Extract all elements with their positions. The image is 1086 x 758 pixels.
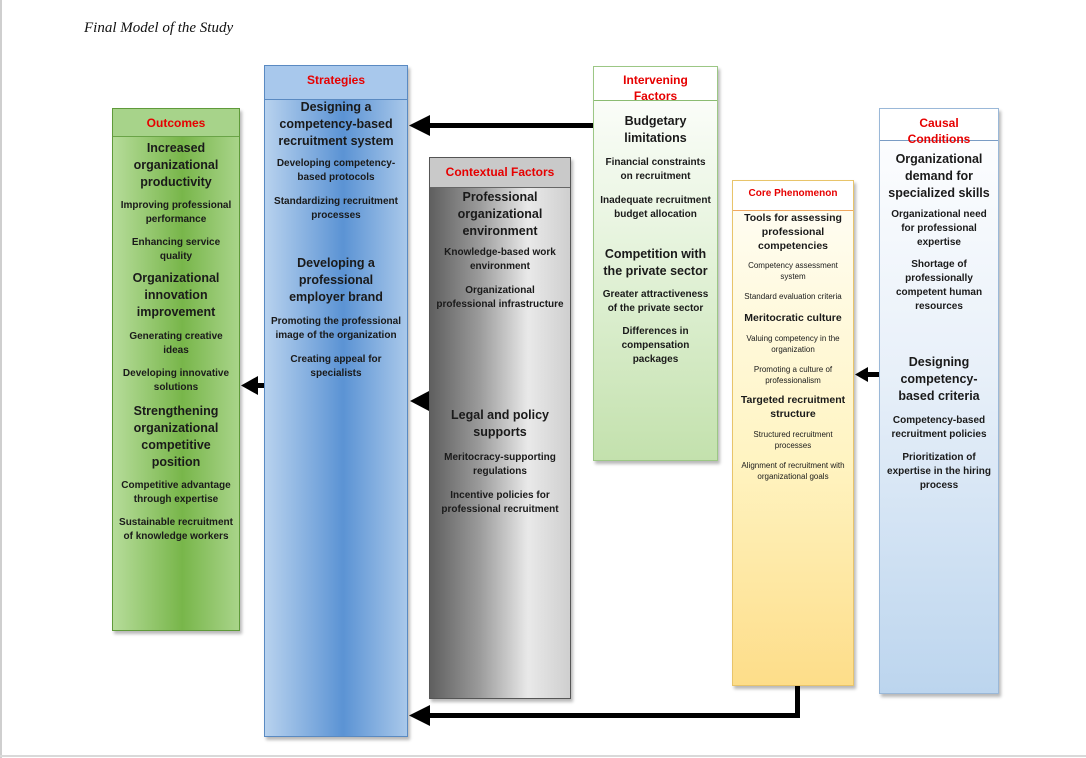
outcome-item: Competitive advantage through expertise — [121, 480, 231, 505]
core-item: Competency assessment system — [748, 261, 838, 281]
outcome-item: Increased organizational productivity — [133, 141, 219, 189]
strategy-item: Developing competency-based protocols — [276, 158, 396, 183]
strategy-item: Standardizing recruitment processes — [274, 196, 398, 221]
arrow-contextual-to-strategies — [410, 391, 429, 411]
intervening-item: Greater attractiveness of the private se… — [602, 289, 709, 314]
causal-item: Designing competency-based criteria — [898, 355, 980, 403]
arrow-causal-to-core — [855, 367, 879, 382]
contextual-item: Professional organizational environment — [457, 190, 543, 238]
strategies-column: Strategies Designing a competency-based … — [264, 65, 408, 737]
causal-item: Organizational need for professional exp… — [891, 209, 987, 248]
outcome-item: Organizational innovation improvement — [132, 271, 220, 319]
page-bottom-border — [0, 755, 1086, 757]
causal-conditions-column: Causal Conditions Organizational demand … — [879, 108, 999, 694]
intervening-item: Budgetary limitations — [624, 114, 687, 145]
contextual-factors-header: Contextual Factors — [430, 158, 570, 188]
strategy-item: Creating appeal for specialists — [290, 354, 382, 379]
intervening-item: Differences in compensation packages — [621, 326, 690, 365]
causal-item: Organizational demand for specialized sk… — [888, 152, 990, 200]
core-item: Tools for assessing professional compete… — [744, 212, 842, 252]
strategies-header: Strategies — [265, 66, 407, 100]
causal-item: Prioritization of expertise in the hirin… — [887, 452, 991, 491]
outcome-item: Generating creative ideas — [129, 331, 223, 356]
causal-item: Shortage of professionally competent hum… — [895, 259, 983, 312]
outcome-item: Developing innovative solutions — [122, 368, 230, 393]
intervening-factors-column: Intervening Factors Budgetary limitation… — [593, 66, 718, 461]
page-left-border — [0, 0, 2, 758]
strategy-item: Developing a professional employer brand — [289, 256, 383, 304]
contextual-item: Legal and policy supports — [451, 408, 549, 439]
core-item: Targeted recruitment structure — [740, 394, 846, 420]
core-item: Structured recruitment processes — [753, 430, 833, 450]
contextual-item: Organizational professional infrastructu… — [436, 285, 564, 310]
contextual-item: Knowledge-based work environment — [444, 247, 556, 272]
causal-conditions-header: Causal Conditions — [880, 109, 998, 146]
intervening-factors-header: Intervening Factors — [594, 67, 717, 103]
intervening-item: Financial constraints on recruitment — [605, 157, 706, 182]
arrow-strategies-to-outcomes — [241, 376, 264, 395]
outcome-item: Sustainable recruitment of knowledge wor… — [119, 517, 233, 542]
core-item: Promoting a culture of professionalism — [753, 365, 833, 385]
core-phenomenon-header: Core Phenomenon — [733, 181, 853, 211]
core-item: Alignment of recruitment with organizati… — [741, 461, 845, 481]
figure-title: Final Model of the Study — [84, 20, 234, 36]
outcomes-header: Outcomes — [113, 109, 239, 137]
intervening-item: Inadequate recruitment budget allocation — [600, 195, 711, 220]
contextual-factors-column: Contextual Factors Professional organiza… — [429, 157, 571, 699]
outcome-item: Enhancing service quality — [131, 237, 221, 262]
core-phenomenon-column: Core Phenomenon Tools for assessing prof… — [732, 180, 854, 686]
strategy-item: Promoting the professional image of the … — [271, 316, 402, 341]
contextual-item: Incentive policies for professional recr… — [441, 490, 559, 515]
causal-item: Competency-based recruitment policies — [891, 415, 987, 440]
core-item: Meritocratic culture — [744, 312, 842, 324]
outcomes-column: Outcomes Increased organizational produc… — [112, 108, 240, 631]
outcome-item: Strengthening organizational competitive… — [133, 404, 219, 469]
intervening-item: Competition with the private sector — [603, 247, 708, 278]
contextual-item: Meritocracy-supporting regulations — [444, 452, 556, 477]
outcome-item: Improving professional performance — [120, 200, 232, 225]
strategy-item: Designing a competency-based recruitment… — [278, 100, 394, 148]
core-item: Valuing competency in the organization — [746, 334, 840, 354]
arrow-intervening-to-strategies — [409, 115, 593, 136]
core-item: Standard evaluation criteria — [744, 292, 842, 301]
